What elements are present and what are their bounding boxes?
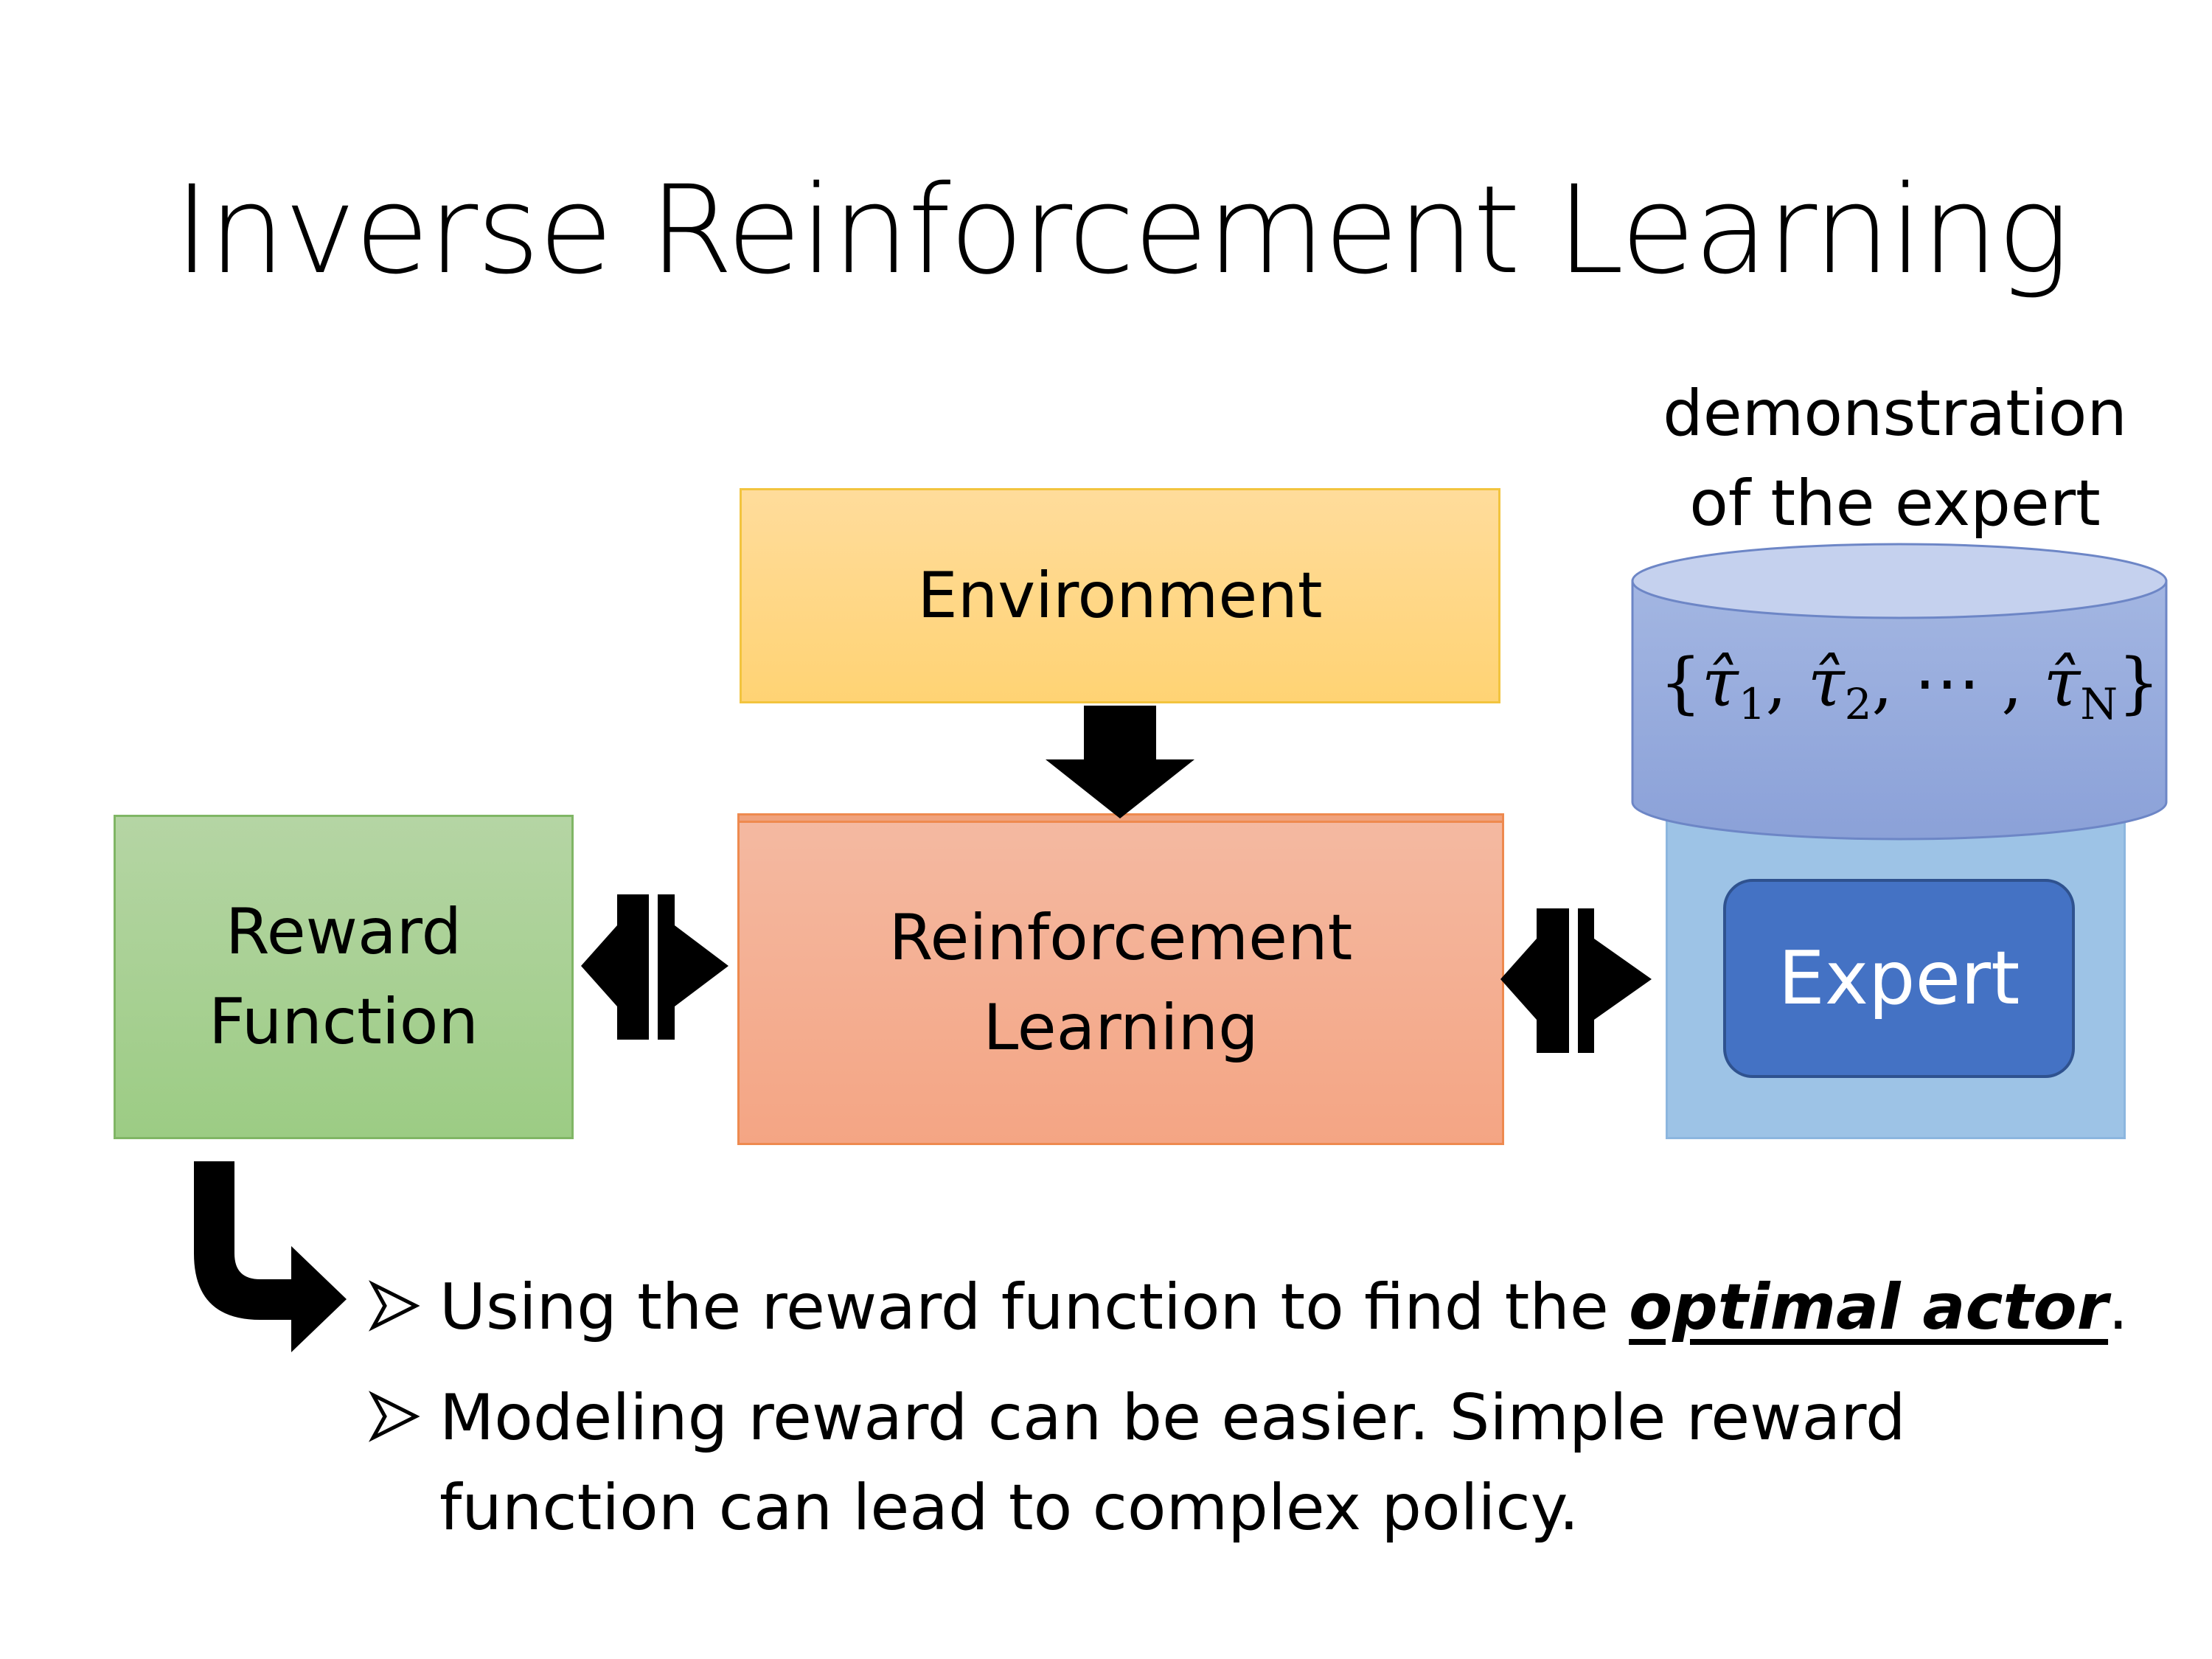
bullet-2-line2: function can lead to complex policy. — [439, 1471, 1579, 1545]
reward-label-line2: Function — [209, 985, 479, 1059]
bullet-item: Modeling reward can be easier. Simple re… — [369, 1373, 2128, 1553]
bullet-list: Using the reward function to find the op… — [369, 1262, 2128, 1553]
database-cylinder-icon — [1631, 543, 2168, 841]
reinforcement-learning-box: Reinforcement Learning — [737, 821, 1504, 1145]
expert-box: Expert — [1723, 879, 2075, 1078]
subscript-2: 2 — [1844, 679, 1872, 729]
reward-function-box: Reward Function — [114, 815, 574, 1139]
bullet-1-text: Using the reward function to find the — [439, 1270, 1630, 1344]
double-arrow-gap — [649, 891, 658, 1046]
bullet-1-period: . — [2108, 1270, 2129, 1344]
subscript-n: N — [2080, 679, 2118, 729]
brace-open: { — [1659, 644, 1702, 722]
tau-symbol: τ̂ — [1701, 644, 1739, 722]
subscript-1: 1 — [1738, 679, 1766, 729]
demonstration-caption: demonstration of the expert — [1607, 369, 2183, 549]
rl-label-line2: Learning — [983, 991, 1259, 1065]
bullet-arrowhead-icon — [369, 1280, 420, 1332]
down-arrow-icon — [1046, 706, 1194, 818]
caption-line2: of the expert — [1689, 467, 2101, 541]
environment-box: Environment — [740, 488, 1500, 703]
tau-symbol: τ̂ — [2043, 644, 2081, 722]
optimal-actor-emphasis: optimal actor — [1629, 1270, 2109, 1344]
ellipsis: ⋯ — [1913, 644, 1980, 722]
brace-close: } — [2118, 644, 2160, 722]
reward-label-line1: Reward — [225, 894, 462, 969]
bullet-2-line1: Modeling reward can be easier. Simple re… — [439, 1381, 1906, 1455]
turn-arrow-icon — [194, 1161, 347, 1352]
rl-label-line1: Reinforcement — [888, 900, 1353, 975]
tau-symbol: τ̂ — [1807, 644, 1845, 722]
caption-line1: demonstration — [1663, 377, 2127, 451]
slide-title: Inverse Reinforcement Learning — [174, 159, 2070, 301]
bullet-item: Using the reward function to find the op… — [369, 1262, 2128, 1352]
trajectory-set: {τ̂1, τ̂2, ⋯ , τ̂N} — [1659, 644, 2160, 729]
bullet-arrowhead-icon — [369, 1391, 420, 1442]
environment-label: Environment — [917, 558, 1323, 633]
double-arrow-gap — [1569, 904, 1578, 1059]
expert-label: Expert — [1778, 935, 2020, 1021]
